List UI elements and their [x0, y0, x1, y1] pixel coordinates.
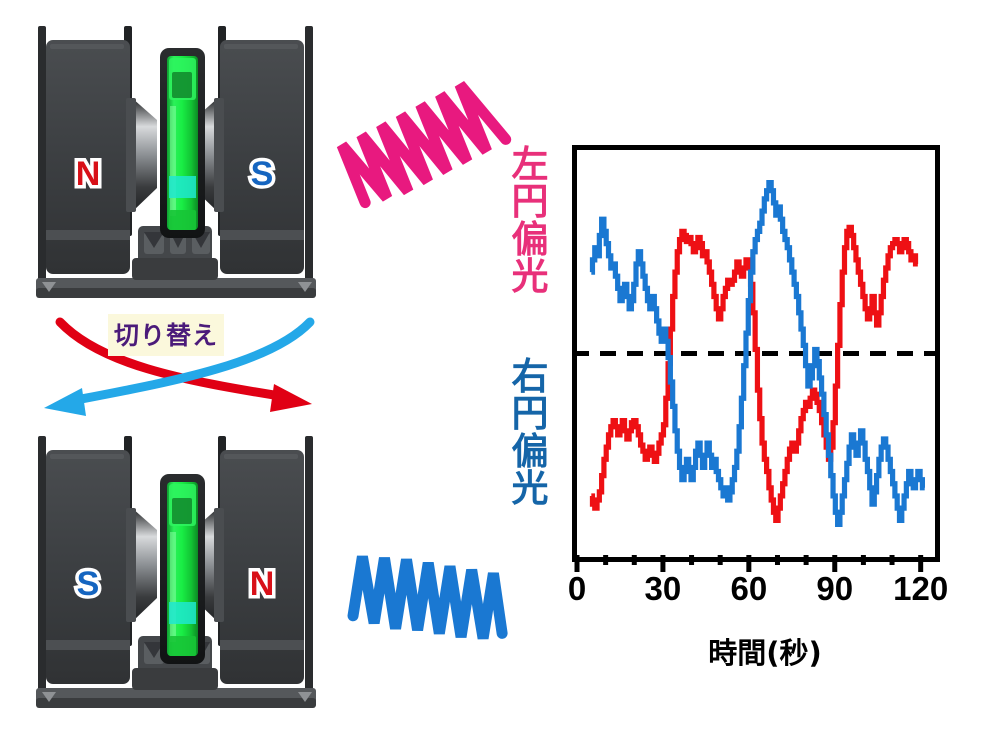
y-axis-label-right-cp: 右円偏光: [511, 355, 549, 511]
blue-trace: [589, 179, 925, 528]
pole-label-right: N: [250, 565, 275, 603]
x-tick-label: 120: [893, 570, 949, 607]
magnet-device-top: N S: [20, 20, 330, 310]
magnet-device-bottom: S N: [20, 430, 330, 720]
pole-label-left: S: [77, 565, 100, 603]
x-tick-label: 30: [644, 570, 682, 607]
plot-area: [572, 145, 940, 562]
blue-helix-graphic: [347, 555, 508, 640]
plot-svg: [573, 179, 939, 528]
polarization-time-chart: 左円偏光 右円偏光 0 30 60 90 120 時間(秒): [495, 130, 1006, 690]
magnet-device-top-graphic: N S: [36, 26, 316, 298]
switch-label: 切り替え: [108, 314, 225, 356]
x-axis-title: 時間(秒): [708, 636, 822, 670]
left-circularly-polarized-light-helix: [332, 58, 517, 228]
pole-label-left: N: [76, 155, 101, 193]
y-axis-label-left-cp: 左円偏光: [511, 143, 549, 299]
pole-label-right: S: [251, 155, 274, 193]
magnet-device-bottom-graphic: S N: [36, 436, 316, 708]
x-tick-label: 60: [730, 570, 768, 607]
x-axis-ticks: [574, 555, 924, 572]
switch-arrows-graphic: [44, 317, 315, 416]
x-tick-label: 0: [567, 570, 587, 607]
switch-arrows-block: 切り替え: [30, 300, 340, 430]
right-circularly-polarized-light-helix: [342, 538, 522, 673]
x-axis-tick-labels: 0 30 60 90 120: [555, 570, 975, 614]
pink-helix-graphic: [336, 81, 512, 209]
red-trace: [589, 224, 919, 523]
x-tick-label: 90: [816, 570, 854, 607]
